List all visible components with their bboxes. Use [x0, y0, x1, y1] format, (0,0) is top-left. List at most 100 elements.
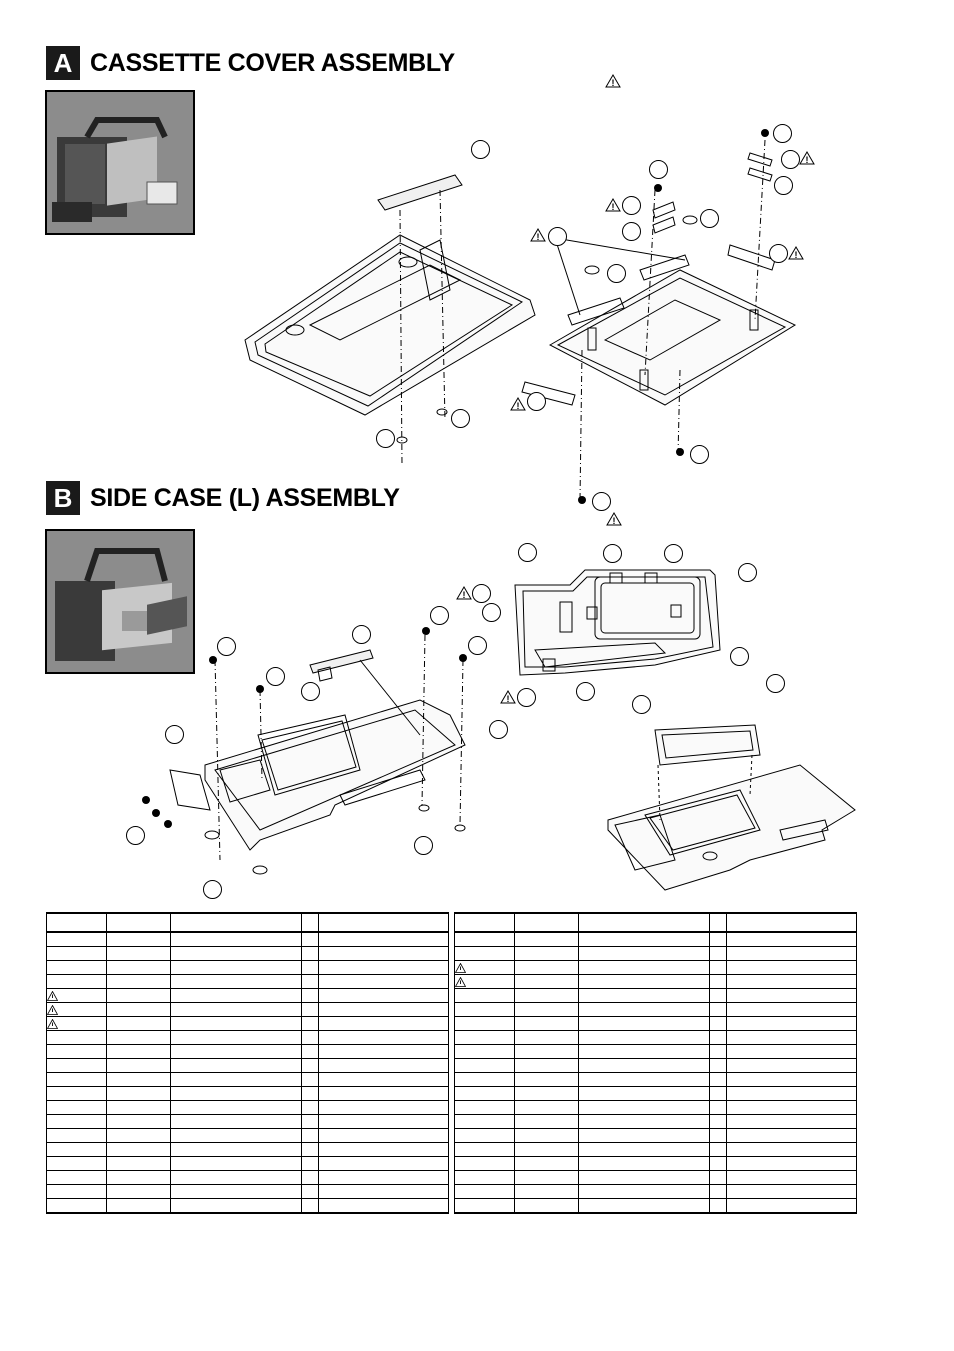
table-cell: [46, 1058, 108, 1073]
table-row: [46, 932, 449, 947]
table-cell: [726, 1058, 857, 1073]
callout: [451, 409, 470, 428]
callout: [472, 584, 491, 603]
table-cell: [318, 1156, 449, 1171]
callout: [607, 264, 626, 283]
table-cell: [301, 1030, 319, 1045]
table-cell: [514, 946, 580, 961]
table-cell: [170, 1198, 302, 1214]
side-case-inside-view: [514, 569, 721, 676]
table-cell: [454, 946, 516, 961]
side-case-assembled-view: [607, 724, 856, 891]
table-row: [46, 1002, 449, 1017]
table-cell: [726, 1142, 857, 1157]
table-cell: [726, 1198, 857, 1214]
table-cell: [318, 1198, 449, 1214]
table-row: [46, 946, 449, 961]
table-cell: [578, 1184, 710, 1199]
callout: [430, 606, 449, 625]
table-cell: [318, 1072, 449, 1087]
table-row: [454, 1058, 857, 1073]
section-a-letter: A: [46, 46, 80, 80]
table-cell: [301, 1170, 319, 1185]
table-cell: [318, 974, 449, 989]
table-cell: [106, 1128, 172, 1143]
table-cell: [318, 1002, 449, 1017]
table-row: [454, 1114, 857, 1129]
table-cell: [709, 1016, 727, 1031]
svg-text:!: !: [463, 590, 466, 600]
table-cell: [46, 1128, 108, 1143]
parts-table-left: [46, 912, 449, 1214]
table-cell: [578, 988, 710, 1003]
table-row: [454, 1184, 857, 1199]
table-cell: [106, 974, 172, 989]
table-cell: [709, 1086, 727, 1101]
cassette-cover-exploded-view: [244, 174, 536, 466]
parts-list-table: [454, 912, 857, 1214]
table-cell: [709, 1072, 727, 1087]
table-cell: [301, 1128, 319, 1143]
table-cell: [318, 1058, 449, 1073]
table-cell: [301, 1198, 319, 1214]
table-cell: [726, 1072, 857, 1087]
table-cell: [454, 1072, 516, 1087]
section-b-letter: B: [46, 481, 80, 515]
table-cell: [106, 1114, 172, 1129]
svg-text:!: !: [517, 401, 520, 411]
warning-triangle-icon: [47, 1004, 58, 1015]
table-cell: [454, 1156, 516, 1171]
table-cell: [578, 1016, 710, 1031]
table-row: [454, 1142, 857, 1157]
table-cell: [46, 1184, 108, 1199]
table-row: [46, 988, 449, 1003]
table-cell: [726, 1184, 857, 1199]
table-cell: [726, 1016, 857, 1031]
table-cell: [318, 1114, 449, 1129]
table-cell: [514, 1184, 580, 1199]
table-cell: [578, 1142, 710, 1157]
table-row: [454, 1100, 857, 1115]
section-a-photo: [45, 90, 195, 235]
table-cell: [514, 1086, 580, 1101]
warning-triangle-icon: !: [456, 586, 472, 600]
table-cell: [726, 1100, 857, 1115]
table-cell: [709, 1170, 727, 1185]
table-cell: [318, 1142, 449, 1157]
table-header-row: [454, 912, 857, 933]
table-cell: [514, 1198, 580, 1214]
table-cell: [709, 1142, 727, 1157]
warning-triangle-icon: !: [799, 151, 815, 165]
section-a-header: A CASSETTE COVER ASSEMBLY: [46, 46, 455, 80]
table-cell: [170, 932, 302, 947]
table-cell: [709, 1030, 727, 1045]
table-cell: [106, 1100, 172, 1115]
callout: [548, 227, 567, 246]
callout: [622, 222, 641, 241]
table-cell: [726, 932, 857, 947]
callout: [730, 647, 749, 666]
table-cell: [578, 1198, 710, 1214]
table-cell: [514, 1128, 580, 1143]
table-cell: [170, 1016, 302, 1031]
table-cell: [170, 1100, 302, 1115]
svg-text:!: !: [795, 250, 798, 260]
table-cell: [514, 932, 580, 947]
warning-triangle-icon: !: [788, 246, 804, 260]
table-cell: [301, 1100, 319, 1115]
table-cell: [726, 1044, 857, 1059]
table-cell: [454, 1002, 516, 1017]
table-cell: [709, 988, 727, 1003]
table-cell: [170, 974, 302, 989]
section-b-header: B SIDE CASE (L) ASSEMBLY: [46, 481, 400, 515]
warning-triangle-icon: !: [606, 512, 622, 526]
table-cell: [514, 1030, 580, 1045]
table-cell: [106, 1044, 172, 1059]
table-cell: [709, 1198, 727, 1214]
table-cell: [578, 1002, 710, 1017]
callout: [482, 603, 501, 622]
table-cell: [170, 1184, 302, 1199]
callout: [769, 244, 788, 263]
table-cell: [46, 1156, 108, 1171]
table-cell: [46, 1030, 108, 1045]
